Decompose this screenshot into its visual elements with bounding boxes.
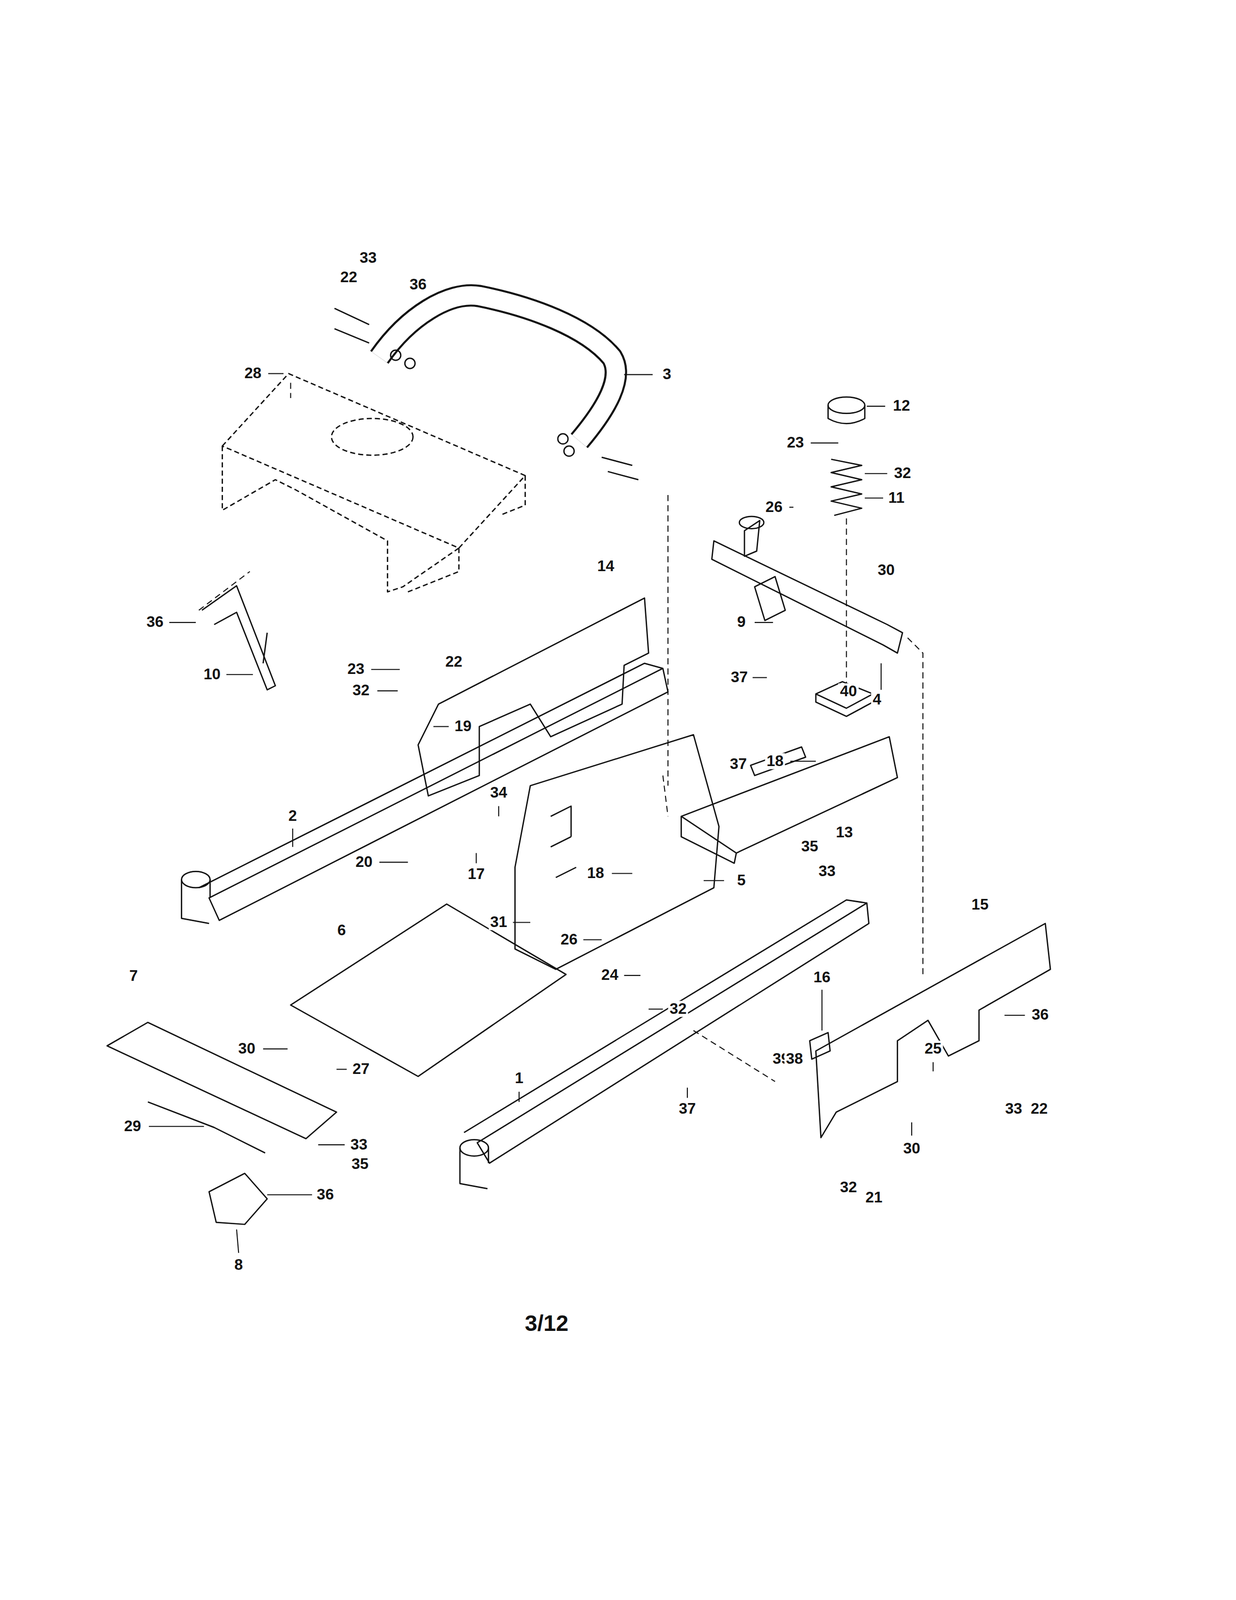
side-plate [418,597,649,796]
leader-lines [148,373,1025,1253]
callout-number: 32 [892,465,913,482]
callout-number: 36 [1030,1006,1050,1023]
callout-number: 40 [838,683,859,700]
callout-number: 20 [354,853,375,870]
callout-number: 33 [348,1136,369,1153]
seat-rod [202,585,276,690]
callout-number: 34 [488,784,509,801]
callout-number: 18 [585,864,606,881]
callout-number: 9 [735,614,748,631]
callout-number: 32 [668,1000,689,1017]
front-bracket [107,1022,337,1153]
seat-adjuster [712,540,903,653]
callout-number: 38 [784,1050,805,1067]
callout-number: 28 [242,364,263,381]
callout-number: 5 [735,871,748,888]
callout-number: 33 [817,862,838,879]
callout-number: 8 [233,1256,245,1273]
seat-bracket [515,734,720,969]
callout-number: 3 [661,366,673,383]
roll-bar [379,295,617,441]
callout-number: 22 [1029,1100,1049,1117]
callout-number: 22 [443,653,464,670]
callout-number: 30 [901,1140,922,1157]
callout-number: 22 [338,269,359,286]
floor-mat [290,903,567,1077]
callout-number: 25 [923,1040,944,1057]
callout-number: 35 [799,838,820,855]
callout-number: 7 [127,967,140,984]
callout-number: 4 [871,691,884,708]
callout-number: 33 [1003,1100,1024,1117]
callout-number: 26 [763,498,784,515]
callout-number: 36 [315,1186,336,1203]
seat-pan [222,373,526,592]
page-number: 3/12 [523,1311,571,1335]
callout-number: 26 [558,931,579,948]
callout-number: 30 [876,562,897,579]
callout-number: 32 [350,682,371,699]
callout-number: 32 [838,1178,859,1195]
callout-number: 1 [513,1069,525,1086]
callout-number: 10 [202,665,222,682]
callout-number: 15 [969,896,990,913]
switch-bracket [208,1172,268,1224]
frame-rail [463,899,869,1163]
callout-number: 27 [350,1060,371,1077]
callout-number: 11 [887,489,906,506]
callout-number: 19 [453,717,474,734]
frame-rail [198,663,668,920]
callout-number: 37 [677,1100,698,1117]
callout-number: 16 [811,968,832,985]
callout-number: 23 [785,434,806,451]
callout-number: 37 [728,755,749,772]
callout-number: 18 [764,752,785,769]
callout-number: 37 [729,668,750,685]
callout-number: 13 [834,824,855,840]
callout-number: 33 [358,250,379,267]
callout-number: 17 [466,866,487,883]
spring [831,459,862,516]
callout-number: 23 [346,661,366,678]
callout-number: 24 [600,966,620,983]
callout-number: 6 [335,921,348,938]
callout-number: 36 [408,276,428,293]
callout-number: 29 [122,1117,143,1134]
callout-number: 12 [891,397,912,414]
callout-number: 2 [286,808,299,824]
callout-number: 36 [144,614,165,631]
floor-plate [681,736,898,864]
callout-number: 35 [349,1155,370,1172]
side-plate [815,923,1051,1138]
callout-number: 31 [488,913,509,930]
callout-number: 21 [864,1188,885,1205]
callout-number: 30 [237,1040,257,1057]
callout-number: 14 [595,557,616,574]
